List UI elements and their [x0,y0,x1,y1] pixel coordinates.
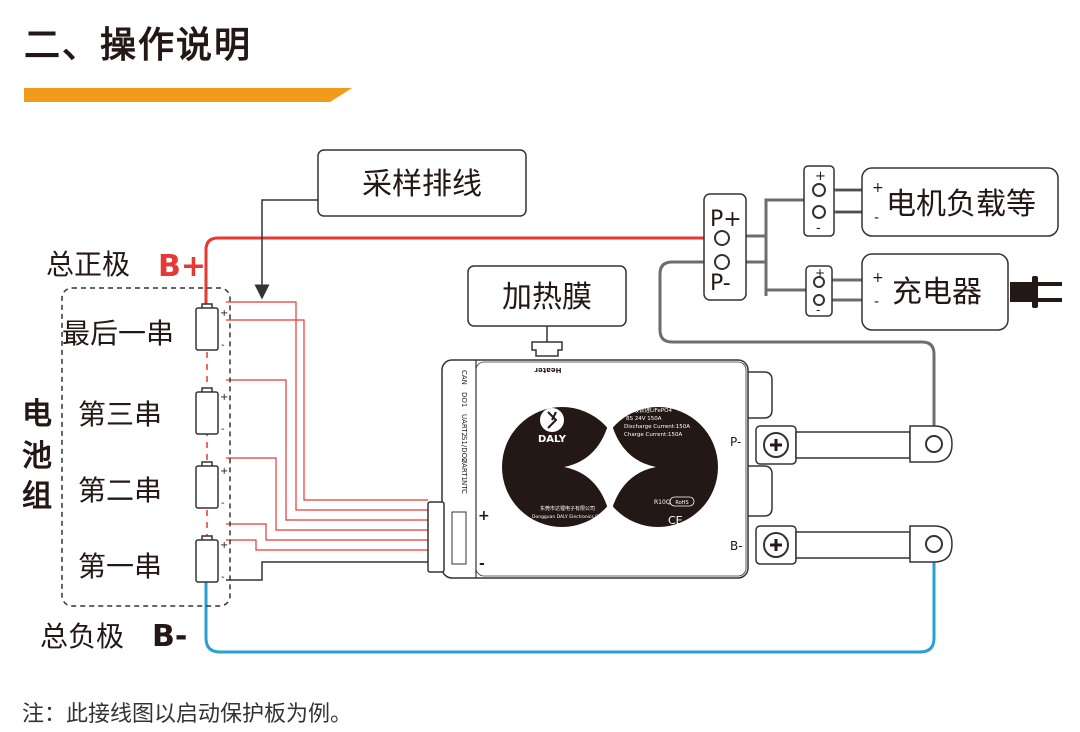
motor-load-box [861,167,1059,237]
svg-text:+: + [815,266,825,280]
page-title: 二、操作说明 [24,25,253,66]
sampling-harness-box [317,149,527,217]
svg-text:+: + [220,392,228,403]
p-minus-wire [658,260,936,430]
cell-label-third: 第三串 [78,398,162,431]
board-port-label: UART2 [460,414,468,437]
svg-text:Dongguan DALY Electronics Co.,: Dongguan DALY Electronics Co., Ltd [532,514,613,520]
battery-cell-icon: +- [195,387,228,435]
daly-star-icon [564,418,656,516]
total-negative-label: 总负极 [40,620,124,653]
b-minus-label: B- [152,619,187,654]
svg-text:+: + [220,540,228,551]
battery-cell-icon: +- [195,461,228,509]
cell-label-second: 第二串 [78,474,162,507]
charger-connector [805,265,833,317]
svg-text:+: + [872,270,884,286]
svg-text:+: + [220,466,228,477]
total-positive-label: 总正极 [46,248,130,281]
p-terminal-box [703,193,747,301]
plug-icon [1010,276,1062,308]
svg-text:+: + [220,308,228,319]
motor-load-label: 电机负载等 [886,187,1036,222]
cell-label-last: 最后一串 [62,317,174,350]
b-minus-wire [204,556,936,654]
charger-box [861,253,1009,331]
svg-text:-: - [221,424,225,435]
logo-text: DALY [538,434,567,445]
board-port-label: NTC [460,480,468,494]
svg-text:-: - [874,294,879,310]
svg-text:-: - [221,340,225,351]
board-port-label: DO1 [460,392,468,407]
svg-text:-: - [479,556,485,572]
b-plus-wire [204,236,706,308]
svg-text:8S 24V 150A: 8S 24V 150A [626,416,662,422]
title-underline [24,88,352,102]
board-port-label: S1/DO2 [460,436,468,463]
charger-label: 充电器 [892,275,982,310]
p-plus-label: P+ [710,207,742,232]
svg-text:磷酸铁锂LiFePO4: 磷酸铁锂LiFePO4 [628,406,672,414]
svg-text:R10Q: R10Q [654,499,671,506]
p-minus-label: P- [710,271,731,296]
svg-text:+: + [815,169,826,184]
p-minus-terminal [755,425,953,465]
svg-text:-: - [874,210,879,226]
svg-text:RoHS: RoHS [675,500,688,506]
svg-text:Charge Current:150A: Charge Current:150A [624,432,682,438]
battery-pack-char-3: 组 [22,479,52,514]
svg-text:+: + [872,180,884,196]
cell-label-first: 第一串 [78,550,162,583]
motor-connector [803,165,835,237]
battery-cell-icon: +- [195,535,228,583]
svg-text:CE: CE [668,514,683,527]
svg-text:东莞市达锂电子有限公司: 东莞市达锂电子有限公司 [540,505,595,512]
battery-pack-char-2: 池 [22,439,52,474]
sampling-harness-label: 采样排线 [362,167,482,202]
footnote: 注：此接线图以启动保护板为例。 [22,702,353,727]
b-plus-label: B+ [158,249,206,284]
battery-pack-outline [61,287,231,607]
board-port-label: CAN [460,370,468,385]
board-port-label: UART1 [460,458,468,481]
svg-text:-: - [816,303,820,317]
svg-text:-: - [816,221,821,236]
heater-film-label: 加热膜 [502,280,592,315]
battery-pack-char-1: 电 [22,397,52,432]
board-b-minus-label: B- [730,539,743,553]
svg-text:-: - [221,572,225,583]
svg-text:-: - [221,498,225,509]
battery-cell-icon: +- [195,303,228,351]
sampling-wires [226,301,428,551]
svg-text:+: + [478,508,490,524]
b-minus-terminal [755,525,953,565]
board-heater-label: Heater [534,366,561,374]
board-p-minus-label: P- [730,435,741,449]
svg-text:Discharge Current:150A: Discharge Current:150A [624,424,690,430]
